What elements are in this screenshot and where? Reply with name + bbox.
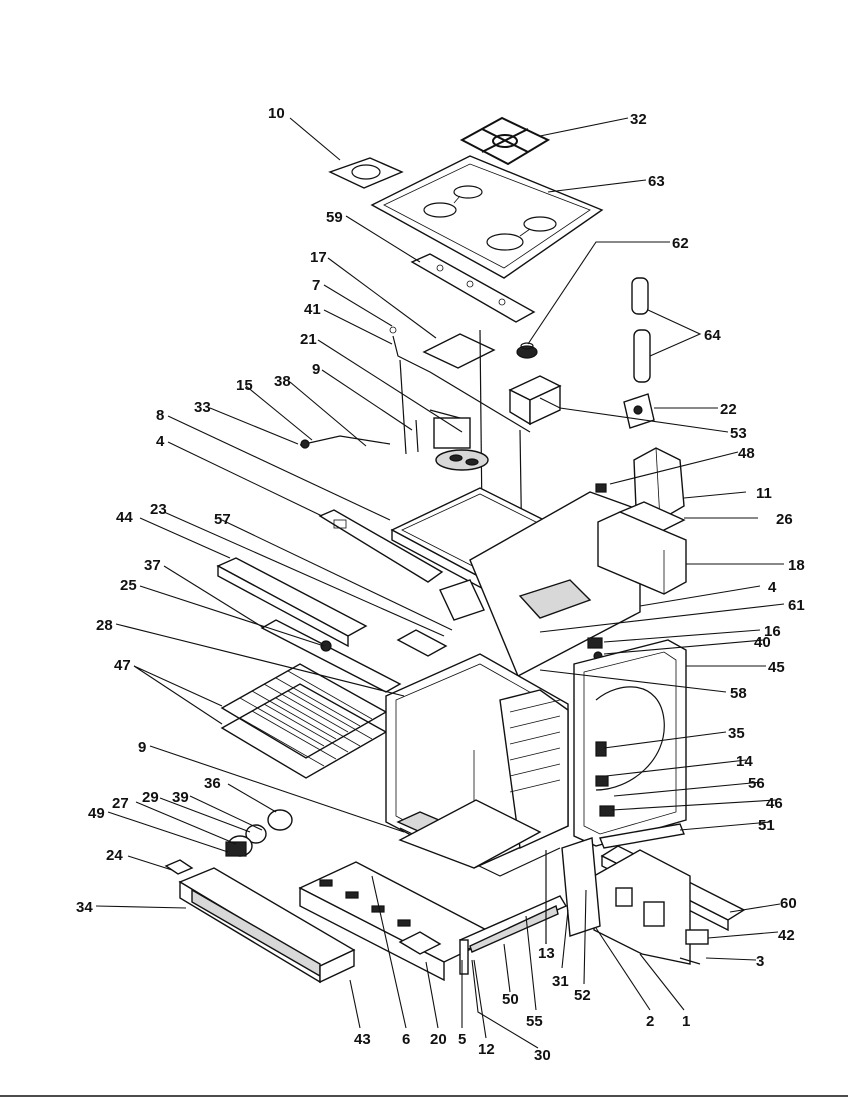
part-door-hardware [595,741,615,817]
part-32-burner-grate [459,116,551,166]
part-51-hinge [599,823,685,849]
callout-51: 51 [758,817,775,834]
part-48-clip [595,483,607,493]
callout-24: 24 [106,847,123,864]
callout-26: 26 [776,511,793,528]
callout-33: 33 [194,399,211,416]
part-45-door-frame [573,639,687,847]
callout-20: 20 [430,1031,447,1048]
callout-64: 64 [704,327,721,344]
callout-8: 8 [156,407,164,424]
callout-7: 7 [312,277,320,294]
leader-lines [95,117,785,1049]
callout-1: 1 [682,1013,690,1030]
part-6-storage-drawer [298,861,500,982]
callout-25: 25 [120,577,137,594]
part-knob-assembly [225,809,293,857]
callout-6: 6 [402,1031,410,1048]
callout-52: 52 [574,987,591,1004]
callout-57: 57 [214,511,231,528]
part-64-tubes [631,277,651,383]
part-21-burner [433,417,489,471]
callout-58: 58 [730,685,747,702]
callout-60: 60 [780,895,797,912]
callout-56: 56 [748,775,765,792]
callout-31: 31 [552,973,569,990]
part-55-bottom-panel [398,799,542,869]
callout-63: 63 [648,173,665,190]
part-22-switch [623,393,655,429]
part-59-burner-bracket [410,253,536,323]
callout-10: 10 [268,105,285,122]
part-50-drawer-slide [458,895,568,975]
callout-36: 36 [204,775,221,792]
callout-39: 39 [172,789,189,806]
callout-48: 48 [738,445,755,462]
part-62-orifice [516,342,538,359]
callout-18: 18 [788,557,805,574]
callout-13: 13 [538,945,555,962]
callout-38-top: 38 [274,373,291,390]
part-10-burner-plate [328,157,404,189]
callout-41: 41 [304,301,321,318]
part-63-cooktop [370,155,604,279]
callout-45: 45 [768,659,785,676]
part-44-rail [216,557,368,648]
callout-37: 37 [144,557,161,574]
callout-12: 12 [478,1041,495,1058]
callout-29: 29 [142,789,159,806]
callout-32: 32 [630,111,647,128]
callout-3: 3 [756,953,764,970]
callout-15: 15 [236,377,253,394]
callout-34: 34 [76,899,93,916]
callout-43: 43 [354,1031,371,1048]
callout-23: 23 [150,501,167,518]
callout-28: 28 [96,617,113,634]
callout-50: 50 [502,991,519,1008]
part-3-leg [679,957,701,965]
callout-17: 17 [310,249,327,266]
callout-53: 53 [730,425,747,442]
part-2-bracket [561,837,601,937]
part-24-bracket [164,859,194,875]
part-42-block [685,929,709,945]
callout-4-left: 4 [156,433,165,450]
part-47-oven-racks [220,663,388,779]
part-23-bracket [396,629,448,657]
callout-55: 55 [526,1013,543,1030]
callout-61: 61 [788,597,805,614]
callout-22: 22 [720,401,737,418]
callout-62: 62 [672,235,689,252]
callout-4-right: 4 [768,579,777,596]
callout-16: 16 [764,623,781,640]
callout-11: 11 [756,485,772,502]
part-18-rear-panel [597,511,687,595]
part-37-rail [260,619,402,693]
callout-49: 49 [88,805,105,822]
callout-9-oven: 9 [138,739,146,756]
callout-46: 46 [766,795,783,812]
callout-labels: 10 32 63 59 62 17 7 41 64 21 22 9 38 15 … [76,105,805,1064]
callout-35: 35 [728,725,745,742]
callout-2: 2 [646,1013,654,1030]
callout-40: 40 [754,634,771,651]
part-16-clip [587,637,603,649]
callout-5: 5 [458,1031,466,1048]
callout-47: 47 [114,657,131,674]
part-53-control-box [508,375,562,426]
callout-9-top: 9 [312,361,320,378]
parts-artwork [164,116,746,984]
callout-21: 21 [300,331,317,348]
callout-42: 42 [778,927,795,944]
part-17-cover-plate [422,333,496,369]
part-34-drawer-front [178,867,356,984]
part-4-left-strip [318,509,444,583]
callout-59: 59 [326,209,343,226]
part-1-side-panel [593,849,691,965]
callout-27: 27 [112,795,129,812]
callout-44: 44 [116,509,133,526]
callout-30: 30 [534,1047,551,1064]
callout-14: 14 [736,753,753,770]
